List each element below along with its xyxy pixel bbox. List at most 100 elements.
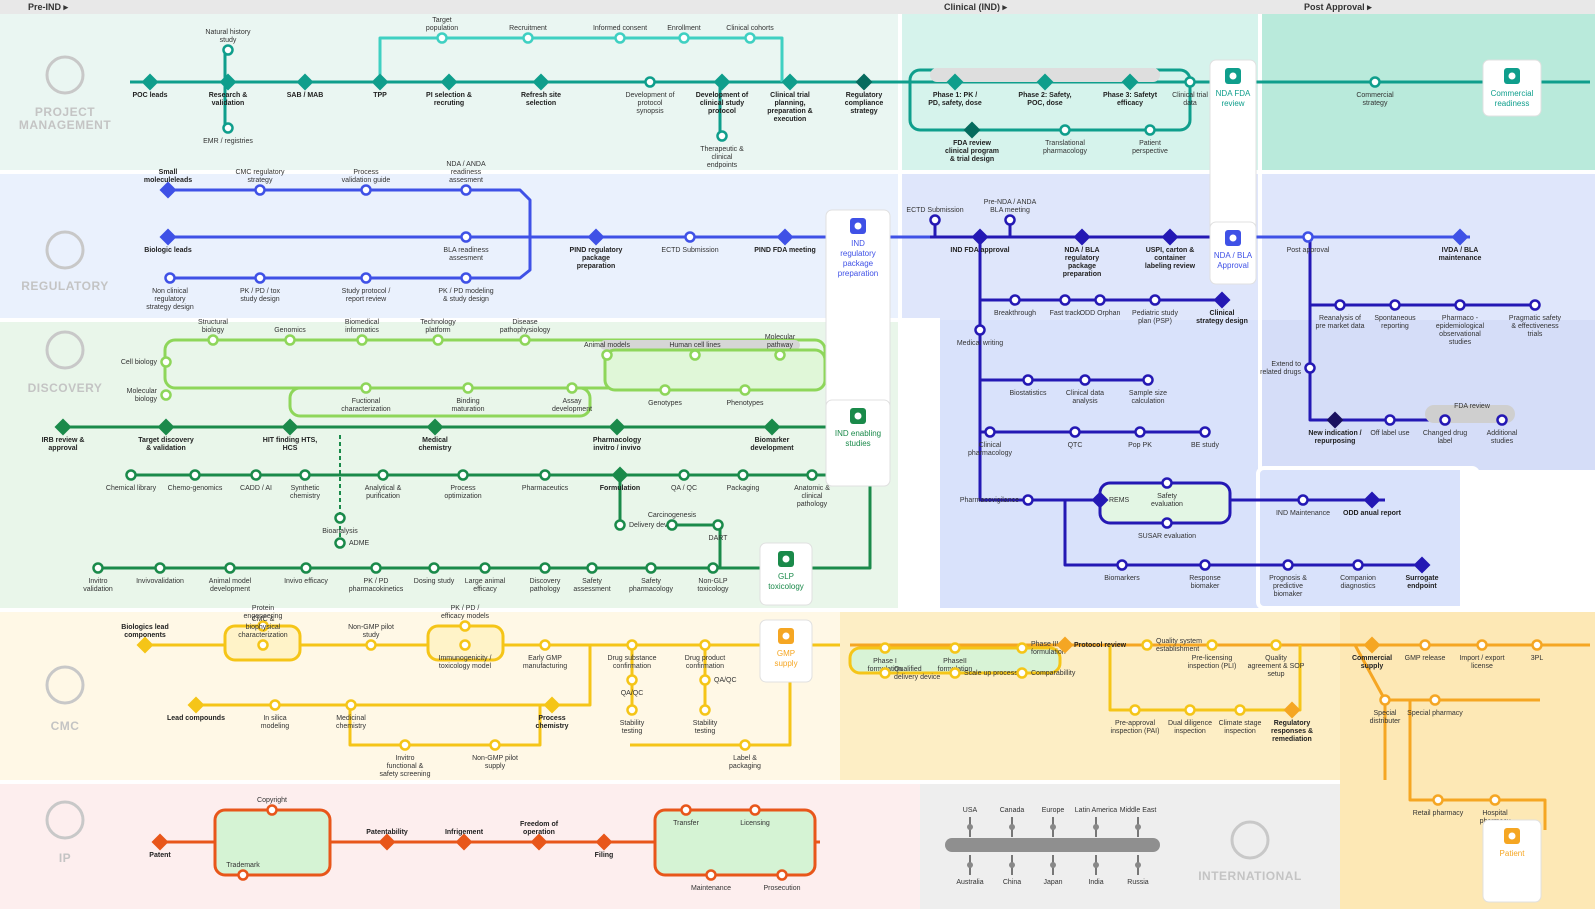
node-label: moleculeleads [144,177,192,184]
node-circle [1161,477,1173,489]
node-label: Fast track [1050,310,1081,317]
node-label: Clinical trial [770,92,810,99]
card-bg [759,619,813,683]
node-circle [1384,414,1396,426]
band-divider [1256,466,1480,610]
node-label: Animal models [584,342,630,349]
node-label: POC leads [132,92,167,99]
node-diamond [587,228,605,246]
node-label: Japan [1043,879,1062,886]
node-label: perspective [1132,148,1168,155]
node-circle [689,349,701,361]
node-label: protocol [708,108,736,115]
node-label: Biostatistics [1010,390,1047,397]
node-diamond [543,696,561,714]
node-label: report review [346,296,387,303]
node-label: PIND regulatory [570,247,623,254]
node-circle [749,804,761,816]
node-circle [1489,794,1501,806]
node-circle [457,469,469,481]
node-label: Invivovalidation [136,578,184,585]
node-circle [257,639,269,651]
node-label: supply [1361,663,1384,670]
node-circle [1352,559,1364,571]
node-label: chemistry [535,723,568,730]
node-label: Biomarker [755,437,790,444]
node-label: Invivo efficacy [284,578,328,585]
node-circle [334,512,346,524]
node-label: Middle East [1120,807,1157,814]
node-label: Phase 3: Safetyt [1103,92,1158,99]
node-label: Therapeutic & [700,146,744,153]
node-circle [539,639,551,651]
node-circle [1369,76,1381,88]
node-label: Pharmacology [593,437,641,444]
node-label: Off label use [1370,430,1409,437]
node-label: Safety [1157,493,1177,500]
node-circle [1141,639,1153,651]
card-label: supply [774,659,797,668]
node-label: Protein [252,605,274,612]
card-label: GMP [777,649,795,658]
node-circle [1476,639,1488,651]
band-title: DISCOVERY [28,381,103,395]
card-icon [1508,832,1516,840]
node-label: repurposing [1315,438,1356,445]
node-label: Prosecution [764,885,801,892]
node-label: 3PL [1531,655,1544,662]
node-circle [460,231,472,243]
node-label: Phase I [873,658,897,665]
node-label: protocol [638,100,663,107]
node-label: Freedom of [520,821,559,828]
node-label: execution [774,116,807,123]
node-label: Latin America [1075,807,1118,814]
node-circle [626,674,638,686]
node-circle [1009,294,1021,306]
node-label: Disease [512,319,537,326]
shield-check-icon [45,800,85,840]
node-label: Safety [582,578,602,585]
node-diamond [763,418,781,436]
node-label: In silica [263,715,286,722]
node-label: ECTD Submission [906,207,963,214]
node-label: Regulatory [1274,720,1311,727]
node-label: IVDA / BLA [1442,247,1479,254]
node-circle [949,667,961,679]
node-circle [334,537,346,549]
node-label: informatics [345,327,379,334]
node-circle [222,122,234,134]
node-circle [254,184,266,196]
node-label: distributer [1370,718,1401,725]
node-label: Development of [696,92,749,99]
phase-label: Pre-IND ▸ [28,2,69,12]
node-label: characterization [341,406,391,413]
node-diamond [440,73,458,91]
node-label: Fuctional [352,398,381,405]
node-circle [299,469,311,481]
node-label: pharmacology [968,450,1012,457]
node-circle [432,334,444,346]
band-background [1340,610,1595,909]
node-circle [1379,694,1391,706]
node-circle [1016,642,1028,654]
node-label: Study protocol / [342,288,391,295]
country-pin [1009,824,1015,830]
node-label: Russia [1127,879,1149,886]
node-label: evaluation [1151,501,1183,508]
node-circle [1142,374,1154,386]
node-label: Clinical [979,442,1002,449]
node-label: Process [450,485,476,492]
node-circle [1302,231,1314,243]
node-label: characterization [238,632,288,639]
node-label: Extend to [1271,361,1301,368]
band-title: CMC [51,719,80,733]
node-label: BE study [1191,442,1220,449]
node-label: clinical [711,154,732,161]
card-label: Patient [1500,849,1526,858]
node-label: formulation [1031,649,1066,656]
node-circle [370,562,382,574]
node-label: preparation [1063,271,1102,278]
card-label: NDA FDA [1216,89,1251,98]
